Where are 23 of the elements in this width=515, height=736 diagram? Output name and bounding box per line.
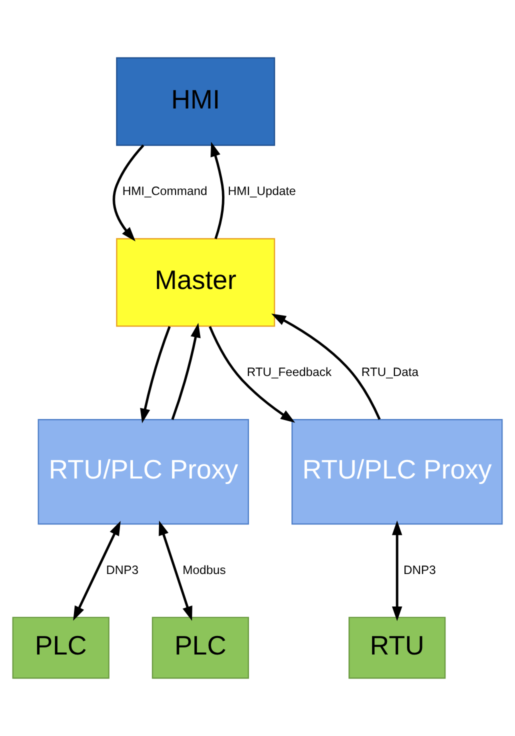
arrow (112, 144, 144, 242)
arrow (210, 142, 224, 240)
arrow (271, 314, 381, 420)
edge-label: RTU_Data (361, 364, 418, 379)
edge-label: DNP3 (106, 562, 138, 577)
node-box: RTU (348, 616, 446, 679)
node-box: HMI (116, 57, 276, 146)
node-box: PLC (152, 616, 249, 679)
arrow (208, 326, 296, 423)
node-box: Master (116, 238, 276, 327)
edge-label: HMI_Command (122, 184, 208, 198)
arrow (158, 520, 192, 621)
node-box: PLC (12, 616, 110, 679)
node-box: RTU/PLC Proxy (291, 418, 503, 525)
arrow (171, 322, 201, 420)
arrow (73, 520, 121, 621)
edge-label: Modbus (182, 562, 226, 577)
arrow (140, 326, 171, 424)
node-box: RTU/PLC Proxy (38, 418, 249, 525)
edge-label: RTU_Feedback (246, 364, 332, 379)
edge-label: HMI_Update (228, 184, 296, 198)
edge-label: DNP3 (404, 562, 436, 577)
arrow (392, 520, 402, 622)
